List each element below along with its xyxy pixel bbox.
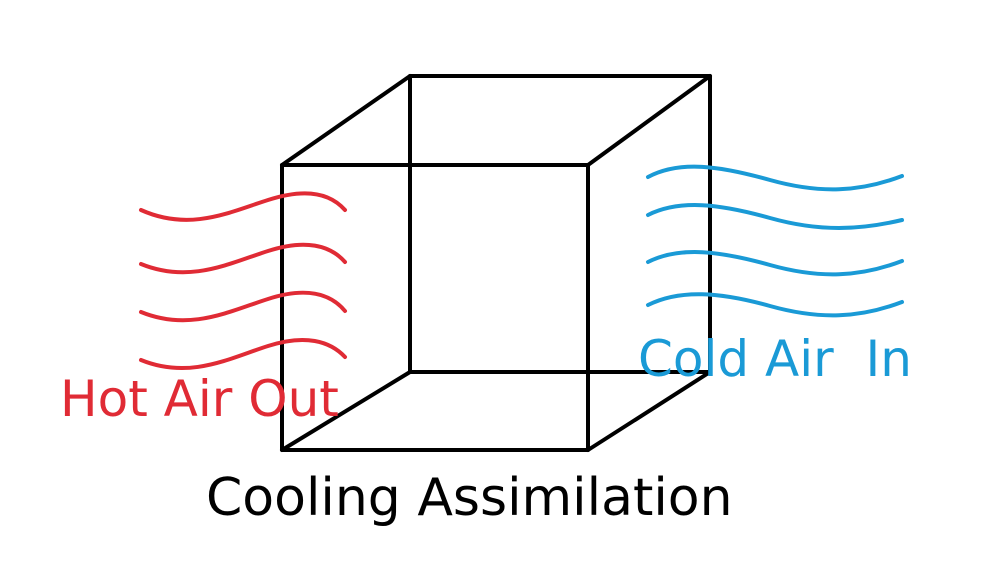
hot-wave-2 — [139, 242, 347, 275]
cold-wave-4 — [646, 292, 904, 318]
cold-wave-2 — [646, 203, 904, 230]
cube-edge-bottom-right — [586, 370, 712, 452]
hot-wave-1 — [139, 191, 347, 222]
wireframe-cube-icon — [280, 74, 712, 452]
cube-edge-bottom-left — [280, 370, 412, 452]
cube-edge-top-left — [280, 74, 412, 167]
diagram-caption: Cooling Assimilation — [206, 468, 733, 528]
cube-back-face — [408, 74, 712, 374]
hot-air-label: Hot Air Out — [60, 370, 339, 428]
hot-air-wave-icon — [139, 191, 347, 370]
cold-air-label: Cold Air In — [638, 330, 912, 388]
hot-wave-3 — [139, 290, 347, 323]
cold-air-wave-icon — [646, 164, 904, 318]
cube-edge-top-right — [586, 74, 712, 167]
cube-front-face — [280, 163, 590, 452]
cold-wave-1 — [646, 164, 904, 192]
hot-wave-4 — [139, 338, 347, 370]
cold-wave-3 — [646, 250, 904, 277]
